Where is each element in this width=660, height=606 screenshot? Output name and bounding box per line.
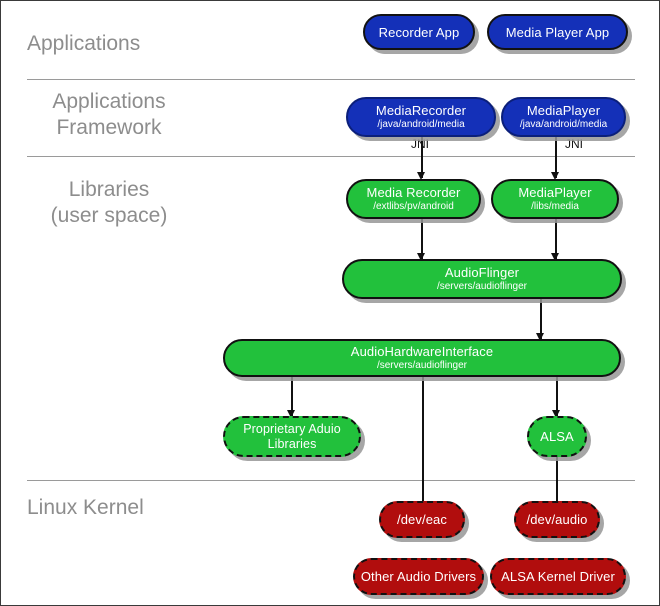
node-proprietary-audio-libraries-title: Proprietary Aduio xyxy=(243,421,341,436)
node-media-player-app[interactable]: Media Player App xyxy=(487,14,628,50)
node-mediarecorder-framework-path: /java/android/media xyxy=(377,119,465,130)
edge-label-jni-left: JNI xyxy=(411,137,429,151)
divider-applications xyxy=(27,79,635,80)
node-recorder-app-title: Recorder App xyxy=(378,24,460,40)
node-audiohardwareinterface[interactable]: AudioHardwareInterface /servers/audiofli… xyxy=(223,339,621,377)
node-dev-audio[interactable]: /dev/audio xyxy=(514,501,600,538)
node-alsa-kernel-driver[interactable]: ALSA Kernel Driver xyxy=(490,558,626,595)
node-mediaplayer-lib-title: MediaPlayer xyxy=(518,185,592,200)
connector-alsa-to-dev-audio xyxy=(556,457,558,515)
node-proprietary-audio-libraries-title-line2: Libraries xyxy=(267,436,317,451)
arrowhead-audioflinger-to-audiohardwareinterface xyxy=(536,333,544,341)
node-mediarecorder-framework-title: MediaRecorder xyxy=(375,103,467,118)
connector-ahi-to-dev-eac xyxy=(422,376,424,515)
arrowhead-mediarecorder-to-lib xyxy=(417,172,425,180)
divider-applications-framework xyxy=(27,156,635,157)
divider-libraries xyxy=(27,480,635,481)
node-audioflinger-path: /servers/audioflinger xyxy=(436,281,528,292)
node-media-recorder-lib-path: /extlibs/pv/android xyxy=(373,201,454,212)
node-alsa[interactable]: ALSA xyxy=(527,416,587,457)
connector-media-recorder-to-audioflinger xyxy=(421,219,423,259)
node-audioflinger[interactable]: AudioFlinger /servers/audioflinger xyxy=(342,259,622,299)
node-other-audio-drivers-title: Other Audio Drivers xyxy=(360,569,477,584)
band-label-applications: Applications xyxy=(27,32,141,55)
node-audiohardwareinterface-title: AudioHardwareInterface xyxy=(350,344,494,359)
node-recorder-app[interactable]: Recorder App xyxy=(363,14,475,50)
node-media-player-app-title: Media Player App xyxy=(505,24,610,40)
node-mediaplayer-framework-path: /java/android/media xyxy=(519,119,608,130)
arrowhead-ahi-to-proprietary-libraries xyxy=(287,410,295,418)
node-audiohardwareinterface-path: /servers/audioflinger xyxy=(376,360,468,371)
node-dev-eac[interactable]: /dev/eac xyxy=(379,501,465,538)
arrowhead-ahi-to-alsa xyxy=(552,410,560,418)
node-proprietary-audio-libraries[interactable]: Proprietary Aduio Libraries xyxy=(223,416,361,457)
connector-mediaplayer-to-lib xyxy=(555,137,557,178)
node-mediarecorder-framework[interactable]: MediaRecorder /java/android/media xyxy=(346,97,496,137)
node-mediaplayer-framework-title: MediaPlayer xyxy=(526,103,601,118)
node-dev-eac-title: /dev/eac xyxy=(397,512,447,527)
node-alsa-kernel-driver-title: ALSA Kernel Driver xyxy=(501,569,615,584)
node-mediaplayer-lib[interactable]: MediaPlayer /libs/media xyxy=(491,179,619,219)
connector-audioflinger-to-audiohardwareinterface xyxy=(540,299,542,339)
edge-label-jni-right: JNI xyxy=(565,137,583,151)
node-media-recorder-lib-title: Media Recorder xyxy=(366,185,461,200)
node-other-audio-drivers[interactable]: Other Audio Drivers xyxy=(353,558,484,595)
node-dev-audio-title: /dev/audio xyxy=(526,512,588,527)
node-media-recorder-lib[interactable]: Media Recorder /extlibs/pv/android xyxy=(346,179,481,219)
arrowhead-mediaplayer-lib-to-audioflinger xyxy=(551,253,559,261)
connector-ahi-to-alsa xyxy=(556,376,558,416)
connector-ahi-to-proprietary-libraries xyxy=(291,376,293,416)
connector-mediarecorder-to-lib xyxy=(421,137,423,178)
node-audioflinger-title: AudioFlinger xyxy=(444,265,520,280)
band-label-linux-kernel: Linux Kernel xyxy=(27,496,144,519)
band-label-libraries: Libraries (user space) xyxy=(50,178,168,227)
connector-mediaplayer-lib-to-audioflinger xyxy=(555,219,557,259)
node-mediaplayer-framework[interactable]: MediaPlayer /java/android/media xyxy=(501,97,626,137)
arrowhead-mediaplayer-to-lib xyxy=(551,172,559,180)
arrowhead-media-recorder-to-audioflinger xyxy=(417,253,425,261)
node-alsa-title: ALSA xyxy=(540,429,574,444)
band-label-applications-framework: Applications Framework xyxy=(52,90,166,139)
node-mediaplayer-lib-path: /libs/media xyxy=(531,201,579,212)
